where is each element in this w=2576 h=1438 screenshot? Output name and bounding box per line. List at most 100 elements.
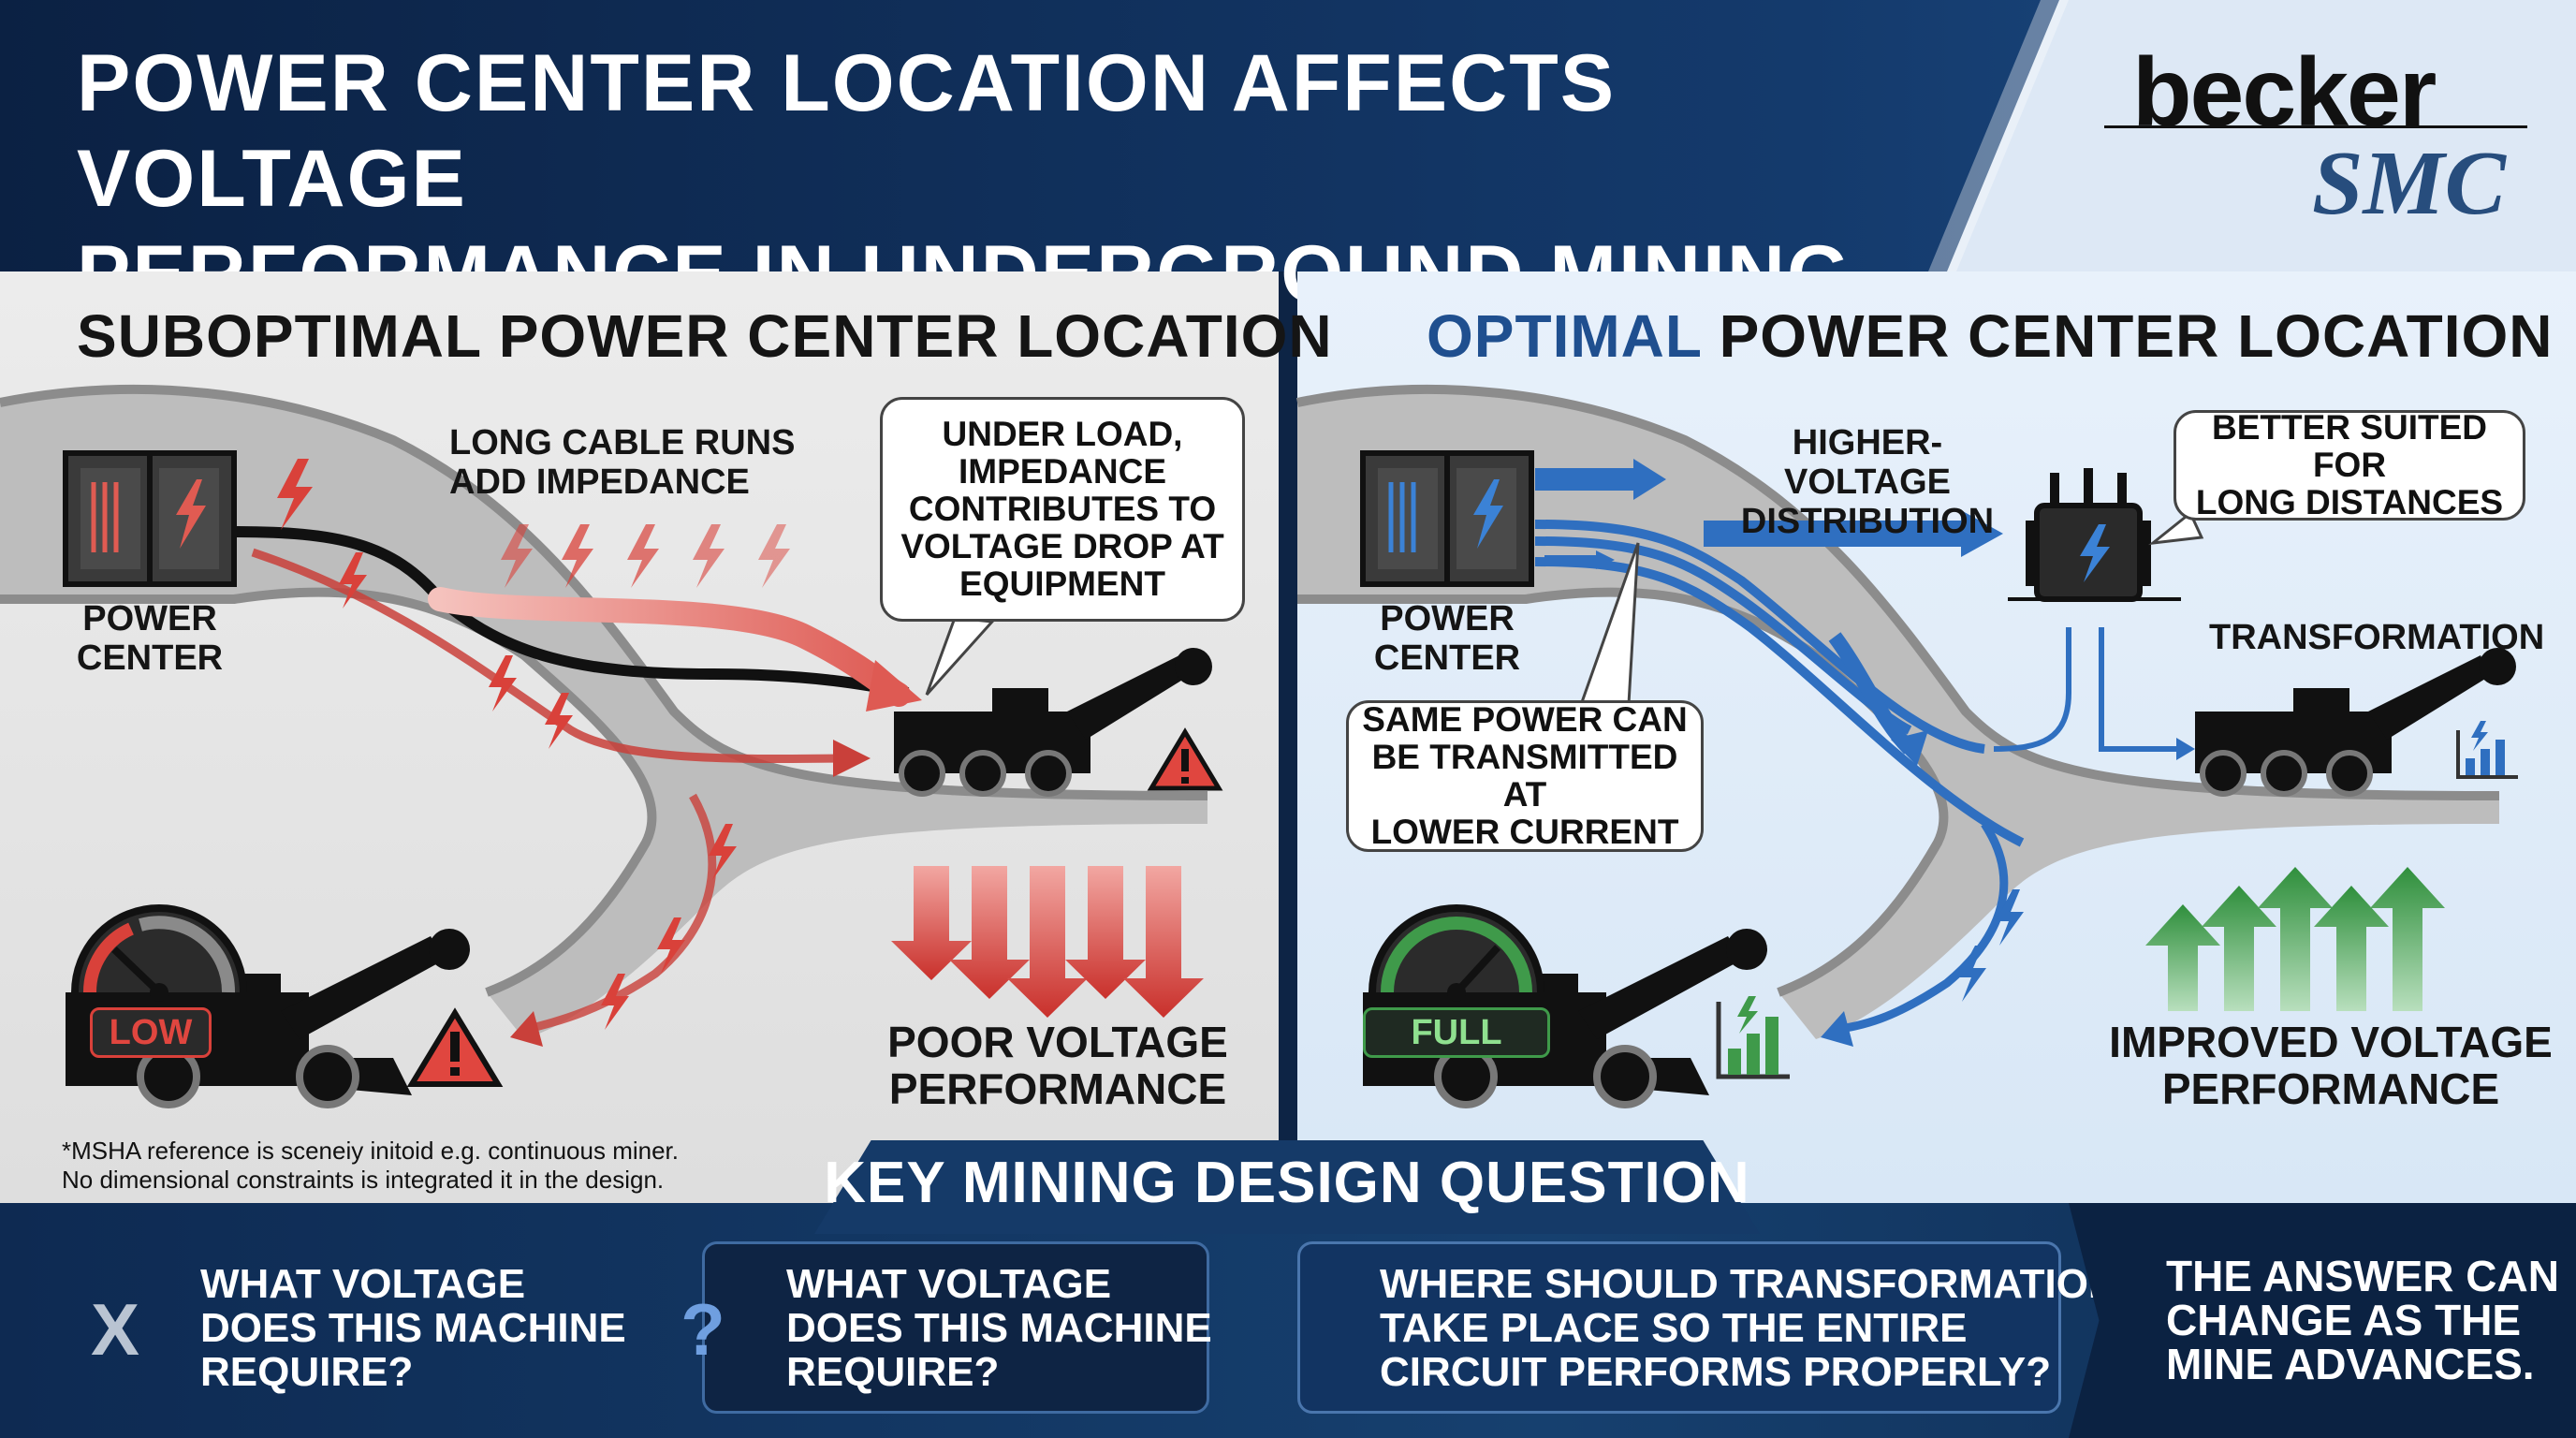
bubble-line-3: CONTRIBUTES TO [908, 490, 1217, 528]
improved-voltage-line-2: PERFORMANCE [2161, 1064, 2500, 1113]
suboptimal-title: SUBOPTIMAL POWER CENTER LOCATION [77, 302, 1333, 370]
transformer-loop [1993, 627, 2181, 752]
question-3-line-1: WHERE SHOULD TRANSFORMATION [1380, 1261, 2118, 1307]
becker-logo-word: becker [2132, 38, 2437, 147]
long-distance-bubble-2: LONG DISTANCES [2195, 483, 2504, 521]
question-3-line-3: CIRCUIT PERFORMS PROPERLY? [1380, 1349, 2052, 1395]
power-center-label-right-2: CENTER [1373, 638, 1521, 678]
improved-voltage-line-1: IMPROVED VOLTAGE [2109, 1018, 2553, 1066]
optimal-title-highlight: OPTIMAL [1427, 302, 1702, 370]
improved-voltage-label: IMPROVED VOLTAGE PERFORMANCE [2106, 1019, 2555, 1112]
question-2-text: WHAT VOLTAGE DOES THIS MACHINE REQUIRE? [786, 1262, 1212, 1394]
bubble-line-4: VOLTAGE DROP AT [900, 527, 1224, 565]
red-current-path-1 [251, 548, 843, 764]
footnote-line-1: *MSHA reference is sceneiy initoid e.g. … [62, 1137, 680, 1165]
blue-current-head [1821, 1011, 1853, 1047]
answer-panel [2069, 1203, 2576, 1438]
lightning-icons-left [277, 459, 790, 1030]
bubble-tail-right-top [2147, 510, 2204, 546]
key-question-tab [814, 1140, 1760, 1234]
distribution-arrowhead-small [1596, 550, 1615, 569]
title-line-1: POWER CENTER LOCATION AFFECTS VOLTAGE [77, 38, 1617, 224]
red-arrowhead-2 [510, 1011, 543, 1047]
lower-current-bubble-3: LOWER CURRENT [1370, 813, 1679, 851]
blue-flow-down-head [1891, 730, 1928, 766]
long-distance-bubble: BETTER SUITED FOR LONG DISTANCES [2174, 408, 2525, 521]
key-question-title: KEY MINING DESIGN QUESTION [824, 1151, 1750, 1215]
transformer-icon [2026, 468, 2151, 602]
question-card-3 [1297, 1241, 2061, 1414]
gauge-full-badge: FULL [1363, 1007, 1550, 1058]
question-1-line-3: REQUIRE? [200, 1349, 414, 1395]
warning-icon-left-top [1147, 727, 1223, 791]
power-center-label-right: POWER CENTER [1363, 599, 1531, 678]
impedance-arrowhead [866, 660, 922, 712]
question-card-2 [702, 1241, 1209, 1414]
long-distance-bubble-1: BETTER SUITED FOR [2212, 408, 2487, 484]
bubble-line-1: UNDER LOAD, [942, 415, 1183, 453]
red-current-path-2 [522, 793, 717, 1034]
transformer-loop-head [2176, 738, 2195, 760]
lightning-icons-right [1958, 889, 2024, 1002]
answer-line-1: THE ANSWER CAN [2166, 1252, 2559, 1300]
optimal-title: OPTIMAL POWER CENTER LOCATION [1427, 301, 2554, 371]
lower-current-bubble: SAME POWER CAN BE TRANSMITTED AT LOWER C… [1346, 700, 1704, 852]
answer-line-2: CHANGE AS THE [2166, 1296, 2522, 1344]
voltage-drop-arrows [891, 866, 1204, 1018]
gauge-low-badge: LOW [90, 1007, 212, 1058]
question-icon-glyph: ? [681, 1288, 725, 1371]
power-center-label-left-2: CENTER [76, 638, 224, 678]
transformation-label: TRANSFORMATION [2209, 618, 2545, 657]
question-2-line-3: REQUIRE? [786, 1349, 1000, 1395]
smc-logo-word: SMC [2312, 133, 2507, 234]
x-icon-glyph: X [90, 1288, 140, 1371]
long-cable [233, 526, 910, 698]
bar-chart-icon-right-top [2456, 721, 2518, 779]
continuous-miner-right-top [2195, 648, 2516, 797]
bubble-line-5: EQUIPMENT [959, 565, 1165, 603]
power-center-icon-left [63, 450, 237, 587]
distribution-label-1: HIGHER-VOLTAGE [1783, 423, 1952, 502]
logo-panel [1928, 0, 2576, 271]
distribution-label-2: DISTRIBUTION [1740, 502, 1995, 541]
optimal-title-rest: POWER CENTER LOCATION [1701, 302, 2554, 370]
question-1-line-1: WHAT VOLTAGE [200, 1261, 526, 1307]
footnote-line-2: No dimensional constraints is integrated… [62, 1166, 665, 1194]
lower-current-bubble-1: SAME POWER CAN [1362, 700, 1688, 739]
lower-current-bubble-2: BE TRANSMITTED AT [1371, 738, 1678, 814]
voltage-drop-bubble: UNDER LOAD, IMPEDANCE CONTRIBUTES TO VOL… [880, 397, 1245, 622]
footnote: *MSHA reference is sceneiy initoid e.g. … [62, 1137, 679, 1195]
poor-voltage-line-2: PERFORMANCE [888, 1064, 1227, 1113]
question-2-line-1: WHAT VOLTAGE [786, 1261, 1112, 1307]
question-3-line-2: TAKE PLACE SO THE ENTIRE [1380, 1305, 1968, 1351]
warning-icon-left-bottom [406, 1007, 504, 1087]
cable-impedance-label: LONG CABLE RUNS ADD IMPEDANCE [449, 423, 795, 502]
bubble-tail-left [925, 616, 996, 697]
bubble-line-2: IMPEDANCE [958, 452, 1167, 491]
continuous-miner-left-top [894, 648, 1212, 797]
poor-voltage-label: POOR VOLTAGE PERFORMANCE [880, 1019, 1236, 1112]
answer-line-3: MINE ADVANCES. [2166, 1340, 2535, 1388]
distribution-label: HIGHER-VOLTAGE DISTRIBUTION [1713, 423, 2022, 541]
gauge-full-icon [1368, 904, 1544, 1002]
cable-impedance-label-2: ADD IMPEDANCE [449, 462, 750, 502]
question-2-line-2: DOES THIS MACHINE [786, 1305, 1212, 1351]
impedance-arrow [428, 587, 911, 707]
distribution-arrowhead-top [1633, 459, 1666, 500]
question-1-text: WHAT VOLTAGE DOES THIS MACHINE REQUIRE? [200, 1262, 626, 1394]
left-tunnel [0, 384, 1208, 1039]
blue-current-path [1834, 821, 2009, 1034]
question-1-line-2: DOES THIS MACHINE [200, 1305, 626, 1351]
red-arrowhead-1 [833, 740, 871, 777]
power-center-icon-right [1360, 450, 1534, 587]
gauge-low-icon [71, 904, 247, 1002]
voltage-improvement-arrows [2145, 867, 2445, 1011]
power-center-label-left-1: POWER [82, 599, 217, 638]
logo-underline [2104, 125, 2527, 128]
power-center-label-right-1: POWER [1380, 599, 1515, 638]
distribution-arrowhead-main [1961, 510, 2003, 557]
poor-voltage-line-1: POOR VOLTAGE [887, 1018, 1228, 1066]
cable-impedance-label-1: LONG CABLE RUNS [449, 423, 796, 462]
